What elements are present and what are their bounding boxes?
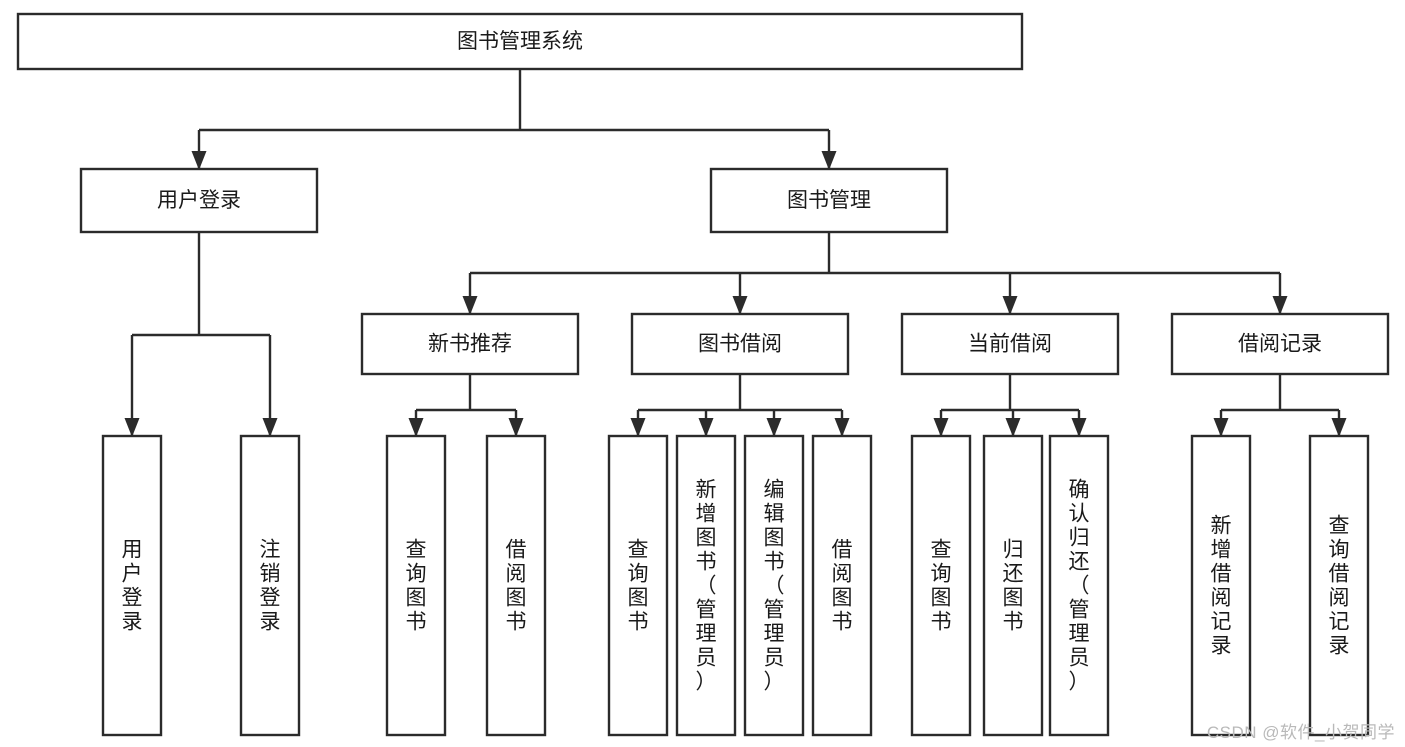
node-box[interactable] — [239, 434, 301, 737]
node-box[interactable] — [1190, 434, 1252, 737]
node-box[interactable] — [900, 312, 1120, 376]
node-box[interactable] — [101, 434, 163, 737]
node-label: 用户登录 — [157, 189, 241, 212]
connector-arrowhead — [821, 151, 837, 170]
node-label: 用户登录 — [122, 539, 143, 634]
node-e5809fe99885e8aeb0e5bd95[interactable]: 借阅记录 — [1170, 312, 1390, 376]
node-box[interactable] — [360, 312, 580, 376]
node-label: 借阅图书 — [832, 539, 853, 634]
node-e5809fe99885e59bbee4b9a6[interactable]: 借阅图书 — [485, 434, 547, 737]
node-box[interactable] — [1048, 434, 1110, 737]
node-label: 注销登录 — [260, 539, 281, 634]
node-label: 归还图书 — [1003, 539, 1024, 634]
node-e7bc96e8be91e59bbee4b9a6efbc88e7aea1e79086e59198efbc89[interactable]: 编辑图书（管理员） — [743, 434, 805, 737]
connector-arrowhead — [1005, 418, 1021, 437]
node-box[interactable] — [811, 434, 873, 737]
node-box[interactable] — [1308, 434, 1370, 737]
node-e794a8e688b7e799bbe5bd95[interactable]: 用户登录 — [101, 434, 163, 737]
node-label: 查询图书 — [931, 539, 952, 634]
node-e5809fe99885e59bbee4b9a6[interactable]: 借阅图书 — [811, 434, 873, 737]
node-label: 查询图书 — [406, 539, 427, 634]
node-e7a1aee8aea4e5bd92e8bf98efbc88e7aea1e79086e59198efbc89[interactable]: 确认归还（管理员） — [1048, 434, 1110, 737]
node-layer: 图书管理系统用户登录用户登录注销登录图书管理新书推荐查询图书借阅图书图书借阅查询… — [16, 12, 1390, 737]
node-box[interactable] — [675, 434, 737, 737]
node-e696b0e5a29ee59bbee4b9a6efbc88e7aea1e79086e59198efbc89[interactable]: 新增图书（管理员） — [675, 434, 737, 737]
node-box[interactable] — [982, 434, 1044, 737]
connector-arrowhead — [732, 296, 748, 315]
node-box[interactable] — [385, 434, 447, 737]
node-box[interactable] — [709, 167, 949, 234]
node-e696b0e4b9a6e68ea8e88d90[interactable]: 新书推荐 — [360, 312, 580, 376]
node-box[interactable] — [630, 312, 850, 376]
node-box[interactable] — [16, 12, 1024, 71]
node-e59bbee4b9a6e5809fe99885[interactable]: 图书借阅 — [630, 312, 850, 376]
node-e69fa5e8afa2e59bbee4b9a6[interactable]: 查询图书 — [910, 434, 972, 737]
node-label: 新增图书（管理员） — [696, 479, 717, 694]
connector-arrowhead — [462, 296, 478, 315]
connector-arrowhead — [766, 418, 782, 437]
node-e59bbee4b9a6e7aea1e79086[interactable]: 图书管理 — [709, 167, 949, 234]
node-label: 图书管理系统 — [457, 30, 583, 53]
connector-layer — [124, 69, 1347, 437]
connector-arrowhead — [408, 418, 424, 437]
connector-arrowhead — [698, 418, 714, 437]
connector-arrowhead — [1213, 418, 1229, 437]
connector-arrowhead — [933, 418, 949, 437]
node-e794a8e688b7e799bbe5bd95[interactable]: 用户登录 — [79, 167, 319, 234]
node-e6b3a8e99480e799bbe5bd95[interactable]: 注销登录 — [239, 434, 301, 737]
node-box[interactable] — [910, 434, 972, 737]
connector-arrowhead — [1331, 418, 1347, 437]
node-label: 借阅图书 — [506, 539, 527, 634]
node-box[interactable] — [485, 434, 547, 737]
node-e5bd93e5898de5809fe99885[interactable]: 当前借阅 — [900, 312, 1120, 376]
connector-arrowhead — [124, 418, 140, 437]
node-label: 借阅记录 — [1238, 333, 1322, 356]
node-label: 图书借阅 — [698, 333, 782, 356]
node-e59bbee4b9a6e7aea1e79086e7b3bbe7bb9f[interactable]: 图书管理系统 — [16, 12, 1024, 71]
node-e69fa5e8afa2e5809fe99885e8aeb0e5bd95[interactable]: 查询借阅记录 — [1308, 434, 1370, 737]
node-e69fa5e8afa2e59bbee4b9a6[interactable]: 查询图书 — [385, 434, 447, 737]
node-label: 查询图书 — [628, 539, 649, 634]
node-box[interactable] — [1170, 312, 1390, 376]
node-label: 查询借阅记录 — [1329, 515, 1350, 658]
node-e5bd92e8bf98e59bbee4b9a6[interactable]: 归还图书 — [982, 434, 1044, 737]
connector-arrowhead — [834, 418, 850, 437]
node-box[interactable] — [607, 434, 669, 737]
connector-arrowhead — [630, 418, 646, 437]
connector-arrowhead — [1071, 418, 1087, 437]
node-label: 新书推荐 — [428, 333, 512, 356]
node-label: 当前借阅 — [968, 333, 1052, 356]
node-e696b0e5a29ee5809fe99885e8aeb0e5bd95[interactable]: 新增借阅记录 — [1190, 434, 1252, 737]
connector-arrowhead — [1272, 296, 1288, 315]
node-label: 新增借阅记录 — [1211, 515, 1232, 658]
node-label: 确认归还（管理员） — [1069, 479, 1090, 694]
watermark-label: CSDN @软件_小贺同学 — [1206, 723, 1395, 742]
connector-arrowhead — [508, 418, 524, 437]
connector-arrowhead — [191, 151, 207, 170]
node-box[interactable] — [743, 434, 805, 737]
node-box[interactable] — [79, 167, 319, 234]
node-label: 图书管理 — [787, 189, 871, 212]
connector-arrowhead — [262, 418, 278, 437]
node-e69fa5e8afa2e59bbee4b9a6[interactable]: 查询图书 — [607, 434, 669, 737]
node-label: 编辑图书（管理员） — [764, 479, 785, 694]
connector-arrowhead — [1002, 296, 1018, 315]
